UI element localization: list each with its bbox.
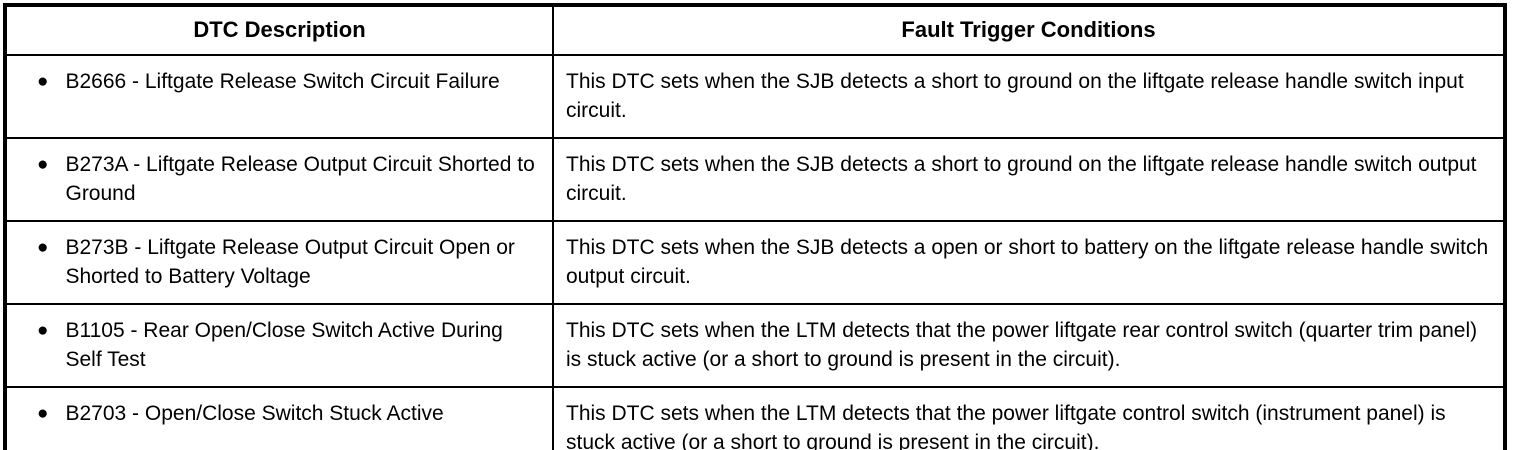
bullet-icon: ● (37, 320, 49, 341)
condition-cell: This DTC sets when the SJB detects a sho… (552, 137, 1506, 222)
header-fault-trigger-conditions: Fault Trigger Conditions (552, 4, 1506, 56)
dtc-label: B273B - Liftgate Release Output Circuit … (65, 236, 515, 288)
table-row: ● B1105 - Rear Open/Close Switch Active … (4, 303, 1506, 388)
dtc-fault-table: DTC Description Fault Trigger Conditions… (3, 3, 1507, 450)
dtc-cell: ● B1105 - Rear Open/Close Switch Active … (4, 303, 554, 388)
header-dtc-description: DTC Description (4, 4, 554, 56)
dtc-cell: ● B2703 - Open/Close Switch Stuck Active (4, 386, 554, 450)
dtc-label: B2703 - Open/Close Switch Stuck Active (65, 402, 444, 425)
dtc-label: B1105 - Rear Open/Close Switch Active Du… (65, 319, 503, 371)
table-row: ● B273A - Liftgate Release Output Circui… (4, 137, 1506, 222)
bullet-icon: ● (37, 154, 49, 175)
condition-cell: This DTC sets when the SJB detects a sho… (552, 54, 1506, 139)
dtc-cell: ● B273A - Liftgate Release Output Circui… (4, 137, 554, 222)
condition-cell: This DTC sets when the LTM detects that … (552, 386, 1506, 450)
dtc-cell: ● B2666 - Liftgate Release Switch Circui… (4, 54, 554, 139)
dtc-label: B2666 - Liftgate Release Switch Circuit … (65, 70, 500, 93)
bullet-icon: ● (37, 403, 49, 424)
table-row: ● B273B - Liftgate Release Output Circui… (4, 220, 1506, 305)
dtc-cell: ● B273B - Liftgate Release Output Circui… (4, 220, 554, 305)
header-row: DTC Description Fault Trigger Conditions (4, 4, 1506, 56)
condition-cell: This DTC sets when the SJB detects a ope… (552, 220, 1506, 305)
bullet-icon: ● (37, 237, 49, 258)
table-row: ● B2666 - Liftgate Release Switch Circui… (4, 54, 1506, 139)
condition-cell: This DTC sets when the LTM detects that … (552, 303, 1506, 388)
bullet-icon: ● (37, 71, 49, 92)
dtc-label: B273A - Liftgate Release Output Circuit … (65, 153, 535, 205)
table-row: ● B2703 - Open/Close Switch Stuck Active… (4, 386, 1506, 450)
